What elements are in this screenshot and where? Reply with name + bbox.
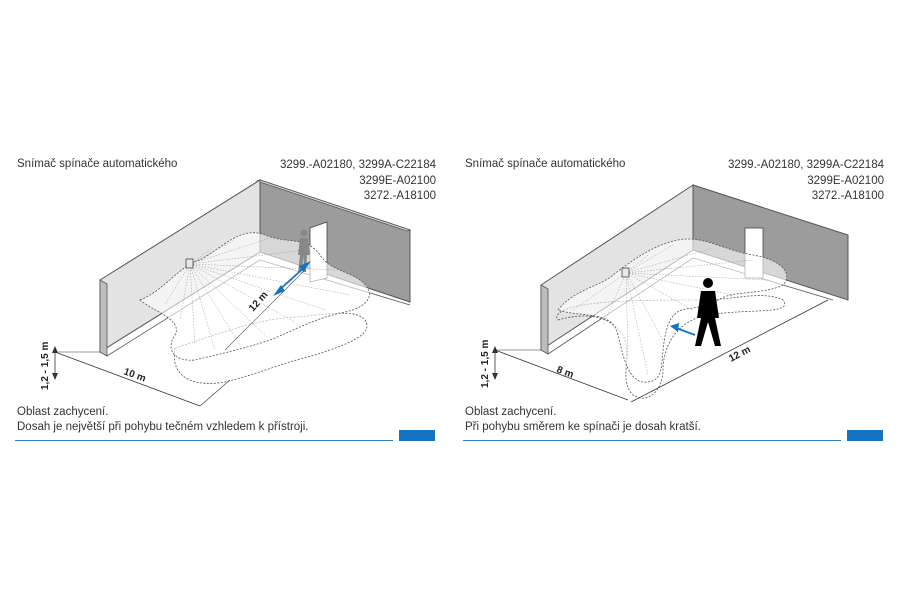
panel-title: Snímač spínače automatického	[17, 158, 178, 170]
product-code: 3299E-A02100	[807, 174, 884, 187]
detection-rays	[164, 237, 351, 351]
caption: Oblast zachycení. Při pohybu směrem ke s…	[465, 405, 701, 435]
caption-line-2: Při pohybu směrem ke spínači je dosah kr…	[465, 421, 701, 433]
divider	[463, 440, 841, 441]
width-label: 8 m	[555, 364, 575, 380]
accent-bar	[847, 430, 883, 441]
height-label: 1,2 - 1,5 m	[40, 342, 51, 390]
person-icon	[695, 278, 721, 346]
panel-title: Snímač spínače automatického	[465, 158, 626, 170]
detection-diagram: 12 m 1,2 - 1,5 m 10 m	[40, 179, 412, 407]
side-wall-edge	[540, 284, 549, 355]
sensor-icon	[185, 258, 194, 269]
side-wall-edge	[99, 279, 108, 357]
movement-arrow	[675, 327, 696, 336]
product-codes: 3299.-A02180, 3299A-C22184 3299E-A02100 …	[280, 158, 436, 205]
caption: Oblast zachycení. Dosah je největší při …	[17, 405, 308, 435]
product-code: 3272.-A18100	[811, 190, 884, 202]
detection-field	[139, 232, 370, 361]
product-code: 3299.-A02180, 3299A-C22184	[279, 159, 436, 171]
sensor-icon	[621, 267, 630, 278]
detection-diagram: 1,2 - 1,5 m 8 m 12 m	[480, 184, 849, 403]
person-icon	[298, 229, 310, 272]
range-label: 12 m	[727, 344, 752, 364]
product-code: 3272.-A18100	[363, 190, 436, 202]
detection-field	[557, 238, 788, 383]
height-label: 1,2 - 1,5 m	[480, 340, 491, 388]
detection-rays	[572, 244, 769, 376]
caption-line-2: Dosah je největší při pohybu tečném vzhl…	[17, 421, 309, 433]
product-code: 3299.-A02180, 3299A-C22184	[727, 159, 884, 171]
panel-tangential: Snímač spínače automatického 3299.-A0218…	[15, 150, 440, 450]
panel-approaching: Snímač spínače automatického 3299.-A0218…	[463, 150, 888, 450]
caption-line-1: Oblast zachycení.	[17, 406, 109, 418]
accent-bar	[399, 430, 435, 441]
divider	[15, 440, 393, 441]
product-code: 3299E-A02100	[359, 174, 436, 187]
caption-line-1: Oblast zachycení.	[465, 406, 557, 418]
product-codes: 3299.-A02180, 3299A-C22184 3299E-A02100 …	[728, 158, 884, 205]
